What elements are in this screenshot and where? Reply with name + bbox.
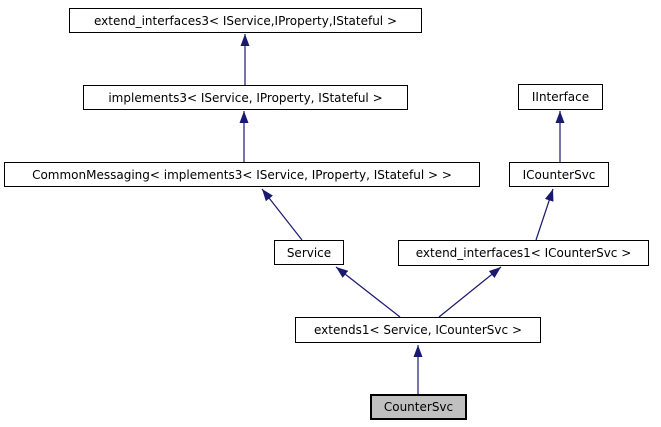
node-countersvc-current: CounterSvc bbox=[370, 394, 467, 420]
node-implements3[interactable]: implements3< IService, IProperty, IState… bbox=[83, 85, 408, 110]
edge-service-to-commonmessaging bbox=[261, 188, 303, 241]
node-iinterface[interactable]: IInterface bbox=[518, 84, 603, 110]
edge-extend_interfaces1-to-icountersvc bbox=[535, 188, 554, 241]
node-icountersvc[interactable]: ICounterSvc bbox=[509, 162, 609, 187]
node-service[interactable]: Service bbox=[274, 240, 344, 265]
edge-extends1-to-extend_interfaces1 bbox=[438, 266, 502, 318]
node-extend_interfaces1[interactable]: extend_interfaces1< ICounterSvc > bbox=[398, 240, 649, 266]
edge-extends1-to-service bbox=[335, 266, 401, 318]
node-extends1[interactable]: extends1< Service, ICounterSvc > bbox=[295, 317, 541, 343]
node-extend_interfaces3[interactable]: extend_interfaces3< IService,IProperty,I… bbox=[69, 8, 422, 33]
node-commonmessaging[interactable]: CommonMessaging< implements3< IService, … bbox=[4, 162, 480, 187]
